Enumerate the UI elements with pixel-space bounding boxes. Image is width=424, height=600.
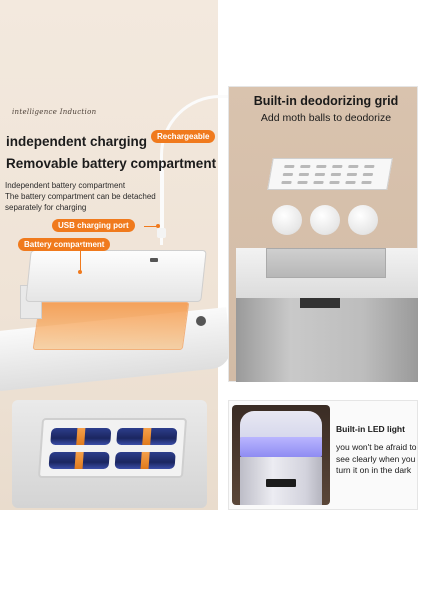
grid-slot	[329, 181, 340, 184]
usb-plug	[157, 228, 166, 238]
tagline: intelligence Induction	[12, 108, 97, 116]
deodorizing-subtitle: Add moth balls to deodorize	[260, 112, 392, 124]
grid-slot	[282, 173, 294, 176]
lid-button	[196, 316, 206, 326]
grid-slot	[281, 181, 292, 184]
moth-ball	[310, 205, 340, 235]
battery-cell	[50, 428, 112, 445]
led-lid	[240, 411, 322, 441]
grid-slot	[298, 173, 310, 176]
charging-cable-segment	[160, 170, 164, 232]
grid-slot	[332, 165, 343, 168]
battery-tray	[37, 418, 188, 478]
charging-description: Independent battery compartment The batt…	[5, 180, 175, 213]
battery-cell	[116, 428, 178, 445]
rechargeable-label: Rechargeable	[151, 130, 216, 143]
led-light	[240, 437, 322, 457]
led-title: Built-in LED light	[336, 424, 405, 434]
grid-slot	[316, 165, 327, 168]
moth-ball	[348, 205, 378, 235]
grid-slot	[297, 181, 308, 184]
grid-slot	[314, 173, 326, 176]
heading-independent-charging: independent charging	[6, 134, 148, 149]
deodorizing-grid	[267, 158, 393, 190]
battery-compartment-label: Battery compartment	[18, 238, 111, 251]
grid-slot	[313, 181, 324, 184]
grid-slot	[364, 165, 375, 168]
usb-pointer-dot	[156, 224, 160, 228]
grid-slot	[300, 165, 311, 168]
usb-charging-port-label: USB charging port	[52, 219, 135, 232]
bin-body	[236, 298, 418, 382]
description-line: separately for charging	[5, 203, 87, 212]
battery-cell	[114, 452, 176, 469]
grid-slot	[330, 173, 342, 176]
battery-pointer-dot	[78, 270, 82, 274]
moth-ball	[272, 205, 302, 235]
grid-slot	[346, 173, 358, 176]
battery-module	[25, 250, 207, 302]
bin-latch	[300, 298, 340, 308]
grid-slot	[284, 165, 295, 168]
battery-bay-glow	[32, 302, 190, 350]
led-description: you won't be afraid to see clearly when …	[336, 442, 417, 475]
battery-closeup-photo	[12, 400, 207, 508]
description-line: Independent battery compartment	[5, 181, 126, 190]
grid-slot	[348, 165, 359, 168]
led-bin-photo	[232, 405, 330, 505]
grid-slot	[361, 181, 372, 184]
bin-display	[266, 479, 296, 487]
battery-cell	[48, 452, 110, 469]
battery-pointer-line	[80, 245, 81, 271]
grid-slot	[345, 181, 356, 184]
heading-removable-battery: Removable battery compartment	[6, 156, 217, 171]
deodorizer-slot	[266, 248, 386, 278]
usb-pointer-line	[144, 226, 158, 227]
grid-slot	[362, 173, 374, 176]
usb-port	[150, 258, 158, 262]
description-line: The battery compartment can be detached	[5, 192, 156, 201]
deodorizing-title: Built-in deodorizing grid	[253, 94, 399, 108]
